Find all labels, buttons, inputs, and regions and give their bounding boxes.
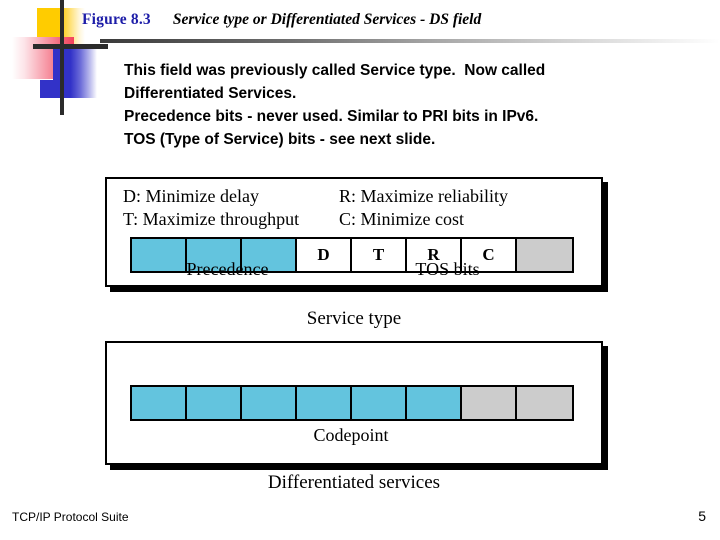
bit-cell <box>352 387 407 419</box>
legend-r-maximize-reliability: R: Maximize reliability <box>339 186 508 206</box>
bit-cell <box>187 239 242 271</box>
differentiated-services-bit-strip <box>130 385 574 421</box>
legend-row: T: Maximize throughput C: Minimize cost <box>123 208 593 231</box>
title-divider <box>100 39 720 43</box>
bit-cell-c: C <box>462 239 517 271</box>
codepoint-group-label: Codepoint <box>313 425 389 445</box>
decorative-corner-graphic <box>0 0 130 115</box>
service-type-bit-strip: D T R C <box>130 237 574 273</box>
tos-bits-group-label: TOS bits <box>415 259 480 279</box>
figure-title: Service type or Differentiated Services … <box>172 11 482 28</box>
horizontal-rule-decoration <box>33 44 108 49</box>
service-type-caption: Service type <box>306 308 402 329</box>
differentiated-services-caption: Differentiated services <box>267 472 441 493</box>
bit-cell <box>297 387 352 419</box>
bit-cell-t: T <box>352 239 407 271</box>
footer-page-number: 5 <box>698 508 706 524</box>
vertical-rule-decoration <box>60 0 64 115</box>
differentiated-services-diagram-panel: Codepoint <box>105 341 603 465</box>
bit-cell <box>407 387 462 419</box>
bit-cell-d: D <box>297 239 352 271</box>
service-type-legend: D: Minimize delay R: Maximize reliabilit… <box>123 185 593 231</box>
bit-cell <box>242 239 297 271</box>
legend-row: D: Minimize delay R: Maximize reliabilit… <box>123 185 593 208</box>
bit-cell <box>517 239 572 271</box>
footer-book-title: TCP/IP Protocol Suite <box>12 510 129 524</box>
legend-c-minimize-cost: C: Minimize cost <box>339 209 464 229</box>
legend-t-maximize-throughput: T: Maximize throughput <box>123 209 300 229</box>
slide-body-text: This field was previously called Service… <box>124 62 546 148</box>
figure-title-row: Figure 8.3 Service type or Differentiated… <box>82 11 702 35</box>
bit-cell <box>242 387 297 419</box>
bit-cell <box>187 387 242 419</box>
bit-cell <box>462 387 517 419</box>
bit-cell <box>132 239 187 271</box>
legend-d-minimize-delay: D: Minimize delay <box>123 186 259 206</box>
bit-cell <box>517 387 572 419</box>
figure-number: Figure 8.3 <box>82 11 151 28</box>
bit-cell <box>132 387 187 419</box>
service-type-diagram-panel: D: Minimize delay R: Maximize reliabilit… <box>105 177 603 287</box>
bit-cell-r: R <box>407 239 462 271</box>
blue-accent-square-decoration <box>40 80 66 98</box>
precedence-group-label: Precedence <box>186 259 269 279</box>
